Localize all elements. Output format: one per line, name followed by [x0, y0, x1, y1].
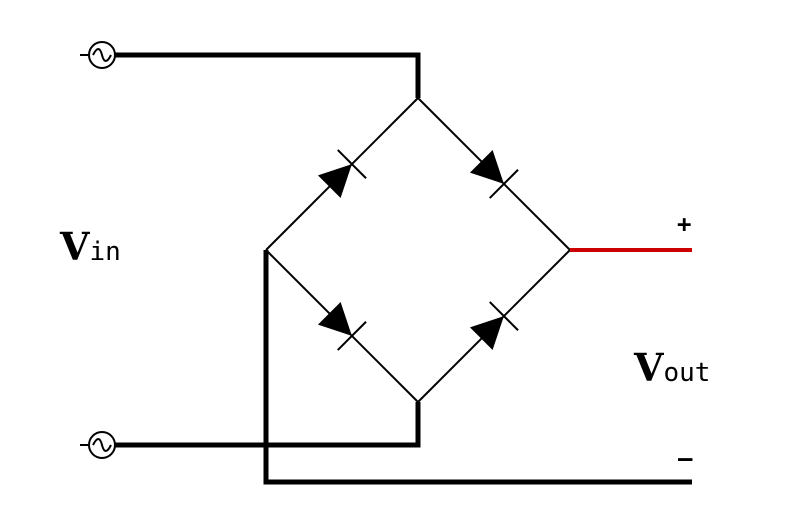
minus-terminal-label: – [678, 444, 693, 472]
vin-label-sub: in [89, 237, 121, 267]
plus-terminal-label: + [677, 210, 692, 238]
vin-label-main: V [60, 224, 90, 269]
input-wire-top [115, 52, 421, 98]
output-negative-wire [263, 250, 692, 485]
vout-label: Vout [634, 349, 710, 387]
ac-source-top [80, 41, 116, 69]
diode-lower-right [469, 301, 519, 351]
vout-label-main: V [634, 345, 664, 390]
diode-lower-left [317, 301, 367, 351]
vout-label-sub: out [663, 358, 711, 388]
input-wire-bottom [115, 402, 421, 448]
bridge-diamond [265, 97, 571, 403]
ac-source-bottom [80, 431, 116, 459]
vin-label: Vin [60, 228, 121, 266]
